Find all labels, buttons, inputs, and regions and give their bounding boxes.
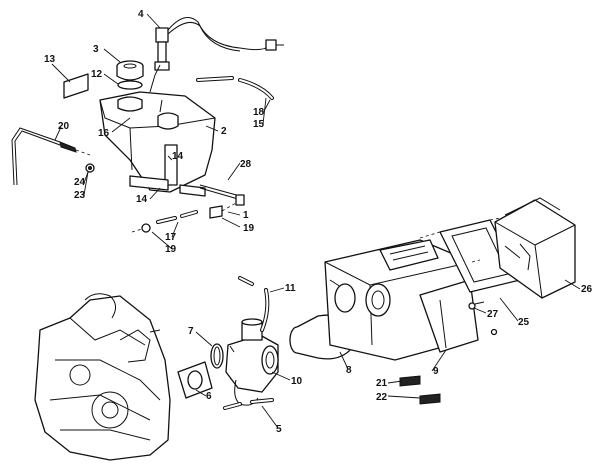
throttle-rod	[11, 127, 91, 186]
callout-22: 22	[376, 392, 388, 403]
callout-14-lower: 14	[136, 194, 148, 205]
intake-flange	[177, 361, 213, 399]
clamp-19	[131, 223, 151, 233]
callout-5: 5	[276, 424, 282, 435]
hose-18	[156, 210, 198, 224]
alignment-lines	[419, 217, 501, 263]
fuel-line-27	[199, 184, 245, 206]
callout-16: 16	[98, 128, 110, 139]
leader-lines	[51, 13, 581, 429]
drain-hose	[223, 398, 274, 410]
vent-hose	[159, 76, 274, 113]
cap-gasket	[117, 80, 143, 90]
clamp-7	[210, 343, 224, 369]
callout-19-right: 19	[243, 223, 255, 234]
callout-19-left: 19	[165, 244, 177, 255]
callout-18: 17	[165, 232, 177, 243]
fuel-tank	[99, 64, 216, 193]
fitting-1-19	[209, 202, 237, 219]
fuel-sender	[154, 17, 284, 71]
callout-14-upper: 14	[172, 151, 184, 162]
callout-28: 27	[487, 309, 499, 320]
callout-24: 24	[74, 177, 86, 188]
intake-silencer	[494, 197, 576, 299]
callout-labels: 4 3 13 12 16 2 14 14 28 1 19 17 19 20 24…	[44, 9, 593, 435]
callout-27: 28	[240, 159, 252, 170]
airbox-mount	[399, 375, 441, 405]
screw-28	[468, 301, 498, 336]
callout-25: 25	[518, 317, 530, 328]
callout-9: 9	[433, 366, 439, 377]
tank-bracket	[129, 175, 206, 197]
callout-17: 18	[253, 107, 265, 118]
callout-21: 21	[376, 378, 388, 389]
decal-13	[63, 73, 89, 99]
callout-1: 1	[243, 210, 249, 221]
callout-26: 26	[581, 284, 593, 295]
callout-12: 12	[91, 69, 103, 80]
callout-10: 10	[291, 376, 303, 387]
callout-7: 7	[188, 326, 194, 337]
callout-6: 6	[206, 391, 212, 402]
carburetor	[225, 318, 279, 406]
callout-20: 20	[58, 121, 70, 132]
engine-block	[34, 293, 171, 461]
callout-23: 23	[74, 190, 86, 201]
callout-11: 11	[285, 283, 296, 294]
callout-8: 8	[346, 365, 352, 376]
airbox	[324, 239, 479, 361]
callout-2: 2	[221, 126, 227, 137]
callout-3: 3	[93, 44, 99, 55]
callout-4: 4	[138, 9, 144, 20]
fuel-cap	[116, 60, 144, 81]
callout-15: 15	[253, 119, 265, 130]
hardware-23-24	[85, 163, 95, 173]
pulse-hose	[238, 276, 270, 332]
callout-13: 13	[44, 54, 56, 65]
